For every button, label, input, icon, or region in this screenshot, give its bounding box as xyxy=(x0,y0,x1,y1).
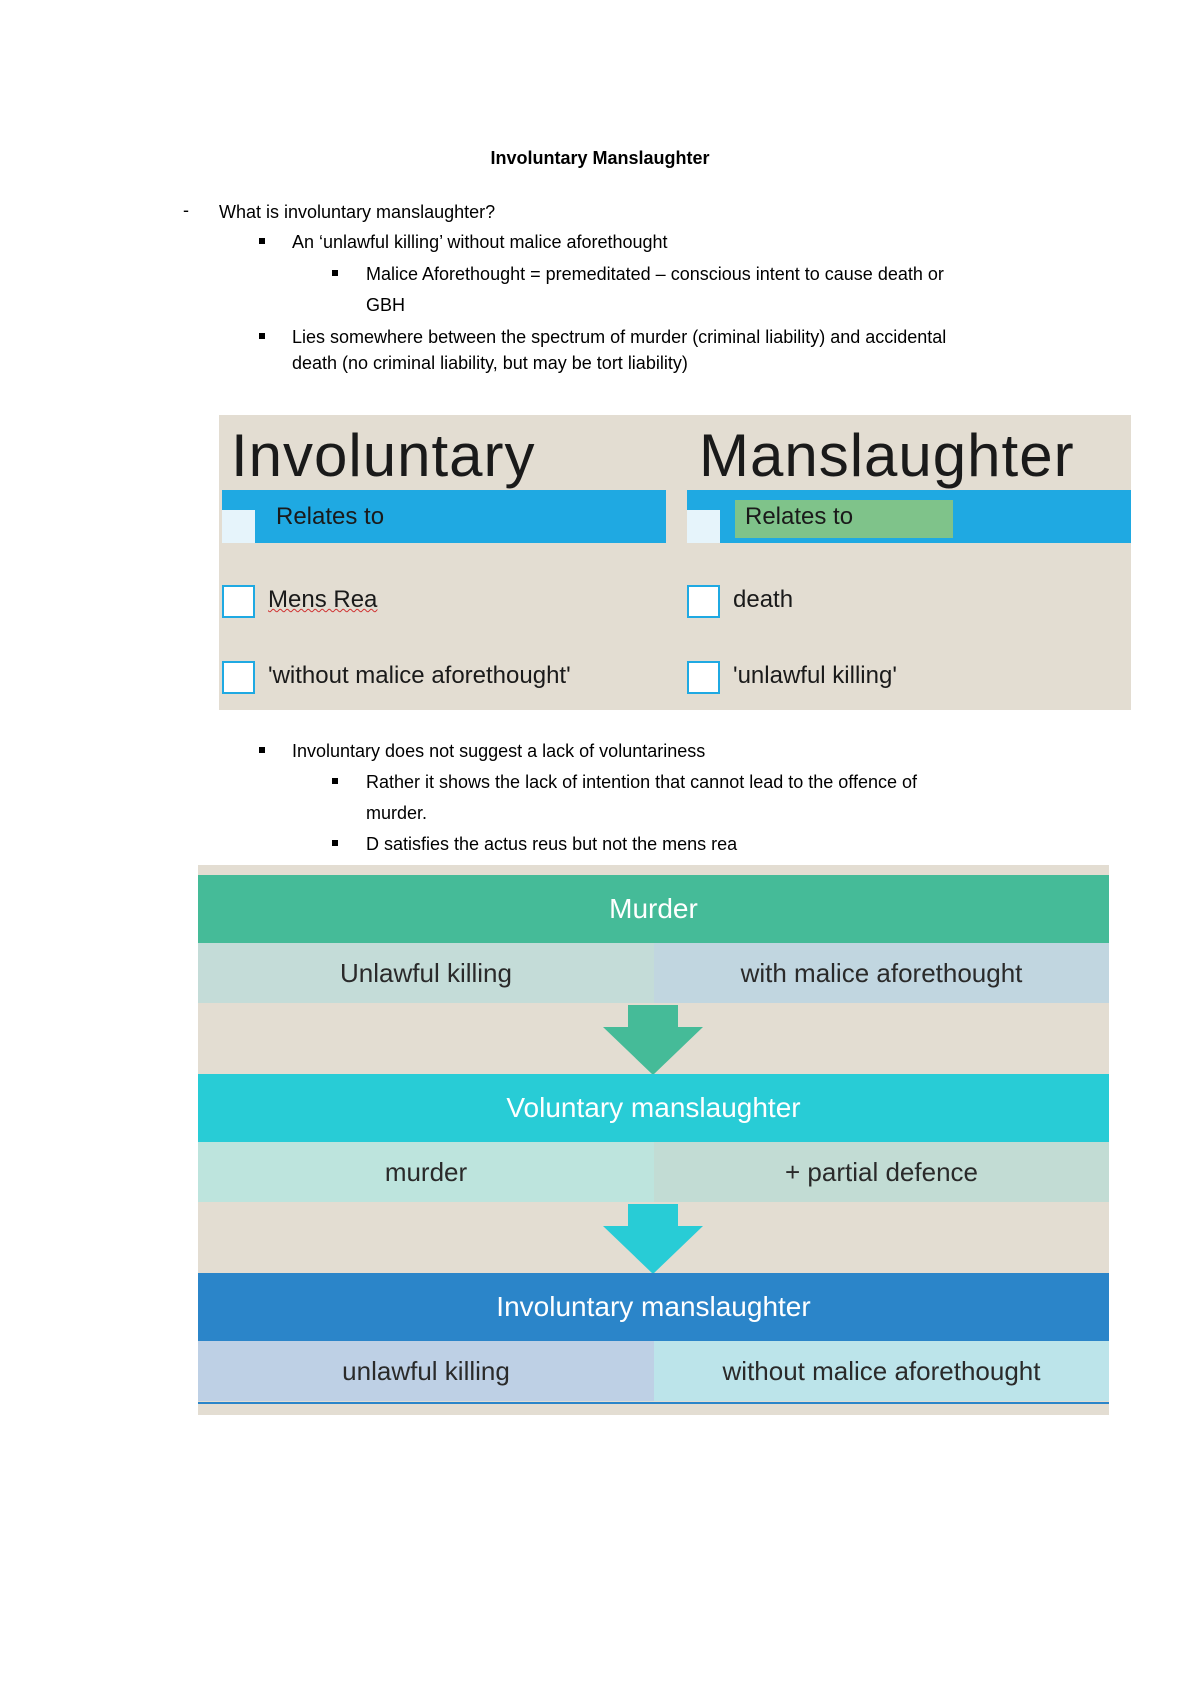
down-arrow-icon xyxy=(603,1204,703,1274)
checkbox-icon xyxy=(687,585,720,618)
relates-to-diagram: Involuntary Manslaughter Relates to Rela… xyxy=(219,415,1131,710)
bullet-unlawful-killing: An ‘unlawful killing’ without malice afo… xyxy=(292,232,668,252)
unlawful-killing-item: 'unlawful killing' xyxy=(733,662,897,689)
manslaughter-heading: Manslaughter xyxy=(699,422,1075,489)
homicide-flow-diagram: Murder Unlawful killing with malice afor… xyxy=(198,865,1109,1415)
page-title: Involuntary Manslaughter xyxy=(490,148,710,168)
checkbox-icon xyxy=(687,661,720,694)
bullet-intention-line1: Rather it shows the lack of intention th… xyxy=(366,772,918,792)
murder-right-cell: with malice aforethought xyxy=(654,943,1109,1003)
involuntary-right-cell: without malice aforethought xyxy=(654,1341,1109,1401)
bullet-intention-line2: murder. xyxy=(366,803,428,823)
square-bullet xyxy=(332,778,338,784)
involuntary-manslaughter-heading: Involuntary manslaughter xyxy=(198,1273,1109,1341)
square-bullet xyxy=(259,747,265,753)
bullet-voluntariness: Involuntary does not suggest a lack of v… xyxy=(292,741,706,761)
dash-bullet: - xyxy=(183,200,189,220)
question-text: What is involuntary manslaughter? xyxy=(219,202,496,222)
voluntary-manslaughter-heading: Voluntary manslaughter xyxy=(198,1074,1109,1142)
voluntary-left-cell: murder xyxy=(198,1142,654,1202)
bullet-spectrum-line2: death (no criminal liability, but may be… xyxy=(292,353,688,373)
involuntary-left-cell: unlawful killing xyxy=(198,1341,654,1401)
square-bullet xyxy=(259,238,265,244)
highlight-box xyxy=(735,500,953,538)
bullet-actus-reus: D satisfies the actus reus but not the m… xyxy=(366,834,738,854)
without-malice-item: 'without malice aforethought' xyxy=(268,662,571,689)
square-bullet xyxy=(332,840,338,846)
bullet-malice-line1: Malice Aforethought = premeditated – con… xyxy=(366,264,944,284)
bullet-spectrum-line1: Lies somewhere between the spectrum of m… xyxy=(292,327,947,347)
left-relates-label: Relates to xyxy=(276,503,385,530)
murder-left-cell: Unlawful killing xyxy=(198,943,654,1003)
mens-rea-item: Mens Rea xyxy=(268,586,378,613)
death-item: death xyxy=(733,586,794,613)
checkbox-icon xyxy=(222,661,255,694)
checkbox-icon xyxy=(222,585,255,618)
square-bullet xyxy=(259,333,265,339)
down-arrow-icon xyxy=(603,1005,703,1075)
checkbox-icon xyxy=(222,510,255,543)
right-relates-label: Relates to xyxy=(745,503,854,530)
involuntary-heading: Involuntary xyxy=(231,422,536,489)
voluntary-right-cell: + partial defence xyxy=(654,1142,1109,1202)
checkbox-icon xyxy=(687,510,720,543)
right-relates-bar: Relates to xyxy=(687,490,1131,543)
bullet-malice-line2: GBH xyxy=(366,295,406,315)
murder-heading: Murder xyxy=(198,875,1109,943)
left-relates-bar: Relates to xyxy=(222,490,666,543)
square-bullet xyxy=(332,270,338,276)
bottom-divider xyxy=(198,1402,1109,1404)
